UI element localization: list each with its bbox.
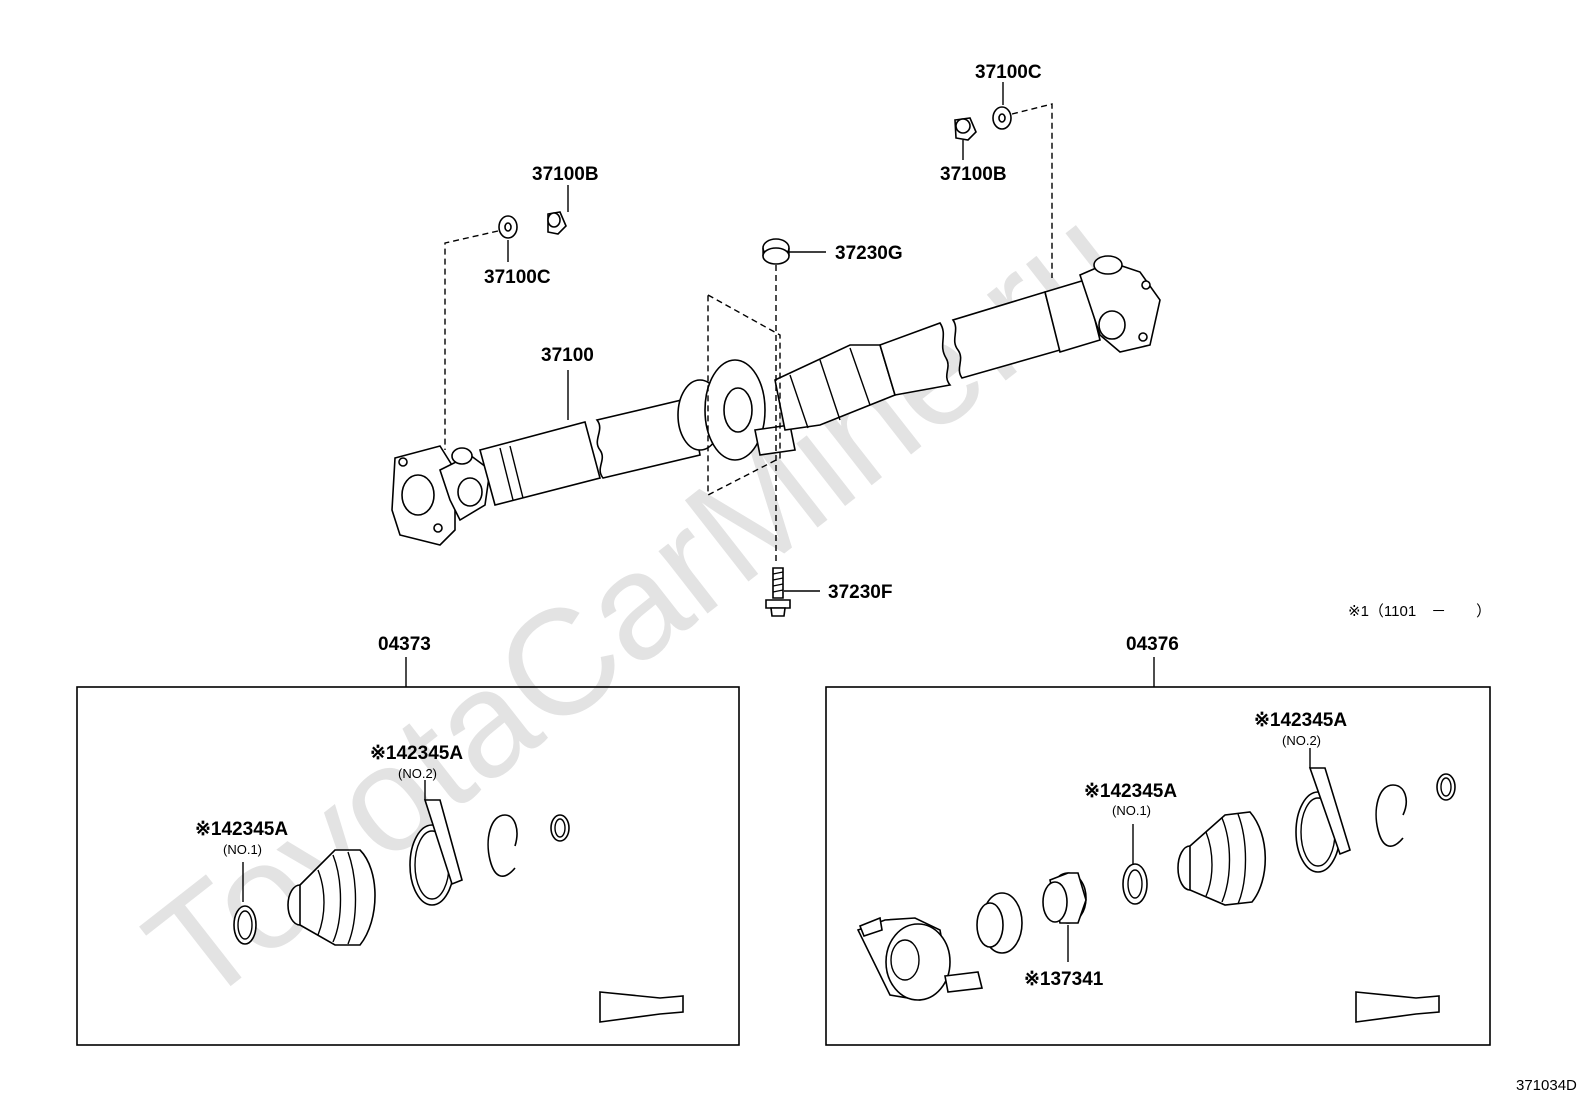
group-frame — [825, 686, 1491, 1046]
diagram-code: 371034D — [1516, 1077, 1577, 1094]
washer-37100C-right[interactable] — [992, 106, 1012, 130]
label-37100B-right: 37100B — [940, 164, 1007, 185]
snap-ring[interactable] — [1375, 784, 1407, 847]
group-code: 04373 — [378, 634, 431, 655]
boot-band-no2[interactable] — [1295, 767, 1351, 873]
group-04373[interactable]: 04373 ※142345A (NO.2) ※ — [76, 634, 740, 1046]
label-37230F: 37230F — [828, 582, 892, 603]
dust-deflector-37341[interactable] — [1042, 872, 1087, 924]
boot[interactable] — [1177, 811, 1267, 906]
center-bearing[interactable] — [856, 916, 983, 1001]
group-code: 04376 — [1126, 634, 1179, 655]
label-band-no2: ※142345A — [370, 743, 463, 764]
washer-37230G[interactable] — [762, 238, 790, 265]
label-37100C-left: 37100C — [484, 267, 551, 288]
label-37100: 37100 — [541, 345, 594, 366]
nut-37100B-left[interactable] — [547, 211, 567, 235]
label-band-no2: ※142345A — [1254, 710, 1347, 731]
boot-band-no1[interactable] — [1122, 863, 1148, 905]
seal[interactable] — [976, 892, 1023, 954]
label-37100C-right: 37100C — [975, 62, 1042, 83]
grease-tube[interactable] — [1355, 991, 1440, 1023]
label-band-no2-sub: (NO.2) — [398, 766, 437, 781]
group-04376[interactable]: 04376 — [825, 634, 1491, 1046]
label-37341: ※137341 — [1024, 969, 1104, 990]
propeller-shaft-37100[interactable] — [391, 255, 1161, 546]
boot[interactable] — [287, 849, 376, 946]
nut-37100B-right[interactable] — [954, 117, 977, 141]
applicability-note: ※1（1101 － ） — [1348, 603, 1491, 620]
group-frame — [76, 686, 740, 1046]
label-band-no1-sub: (NO.1) — [1112, 803, 1151, 818]
bolt-37230F[interactable] — [765, 567, 791, 617]
grease-tube[interactable] — [599, 991, 684, 1023]
label-37230G: 37230G — [835, 243, 903, 264]
label-band-no1-sub: (NO.1) — [223, 842, 262, 857]
label-37100B-left: 37100B — [532, 164, 599, 185]
washer-37100C-left[interactable] — [498, 215, 518, 239]
small-ring[interactable] — [1436, 773, 1456, 801]
small-ring[interactable] — [550, 814, 570, 842]
label-band-no2-sub: (NO.2) — [1282, 733, 1321, 748]
label-band-no1: ※142345A — [1084, 781, 1177, 802]
snap-ring[interactable] — [487, 814, 518, 877]
boot-band-no2[interactable] — [409, 799, 463, 906]
label-band-no1: ※142345A — [195, 819, 288, 840]
